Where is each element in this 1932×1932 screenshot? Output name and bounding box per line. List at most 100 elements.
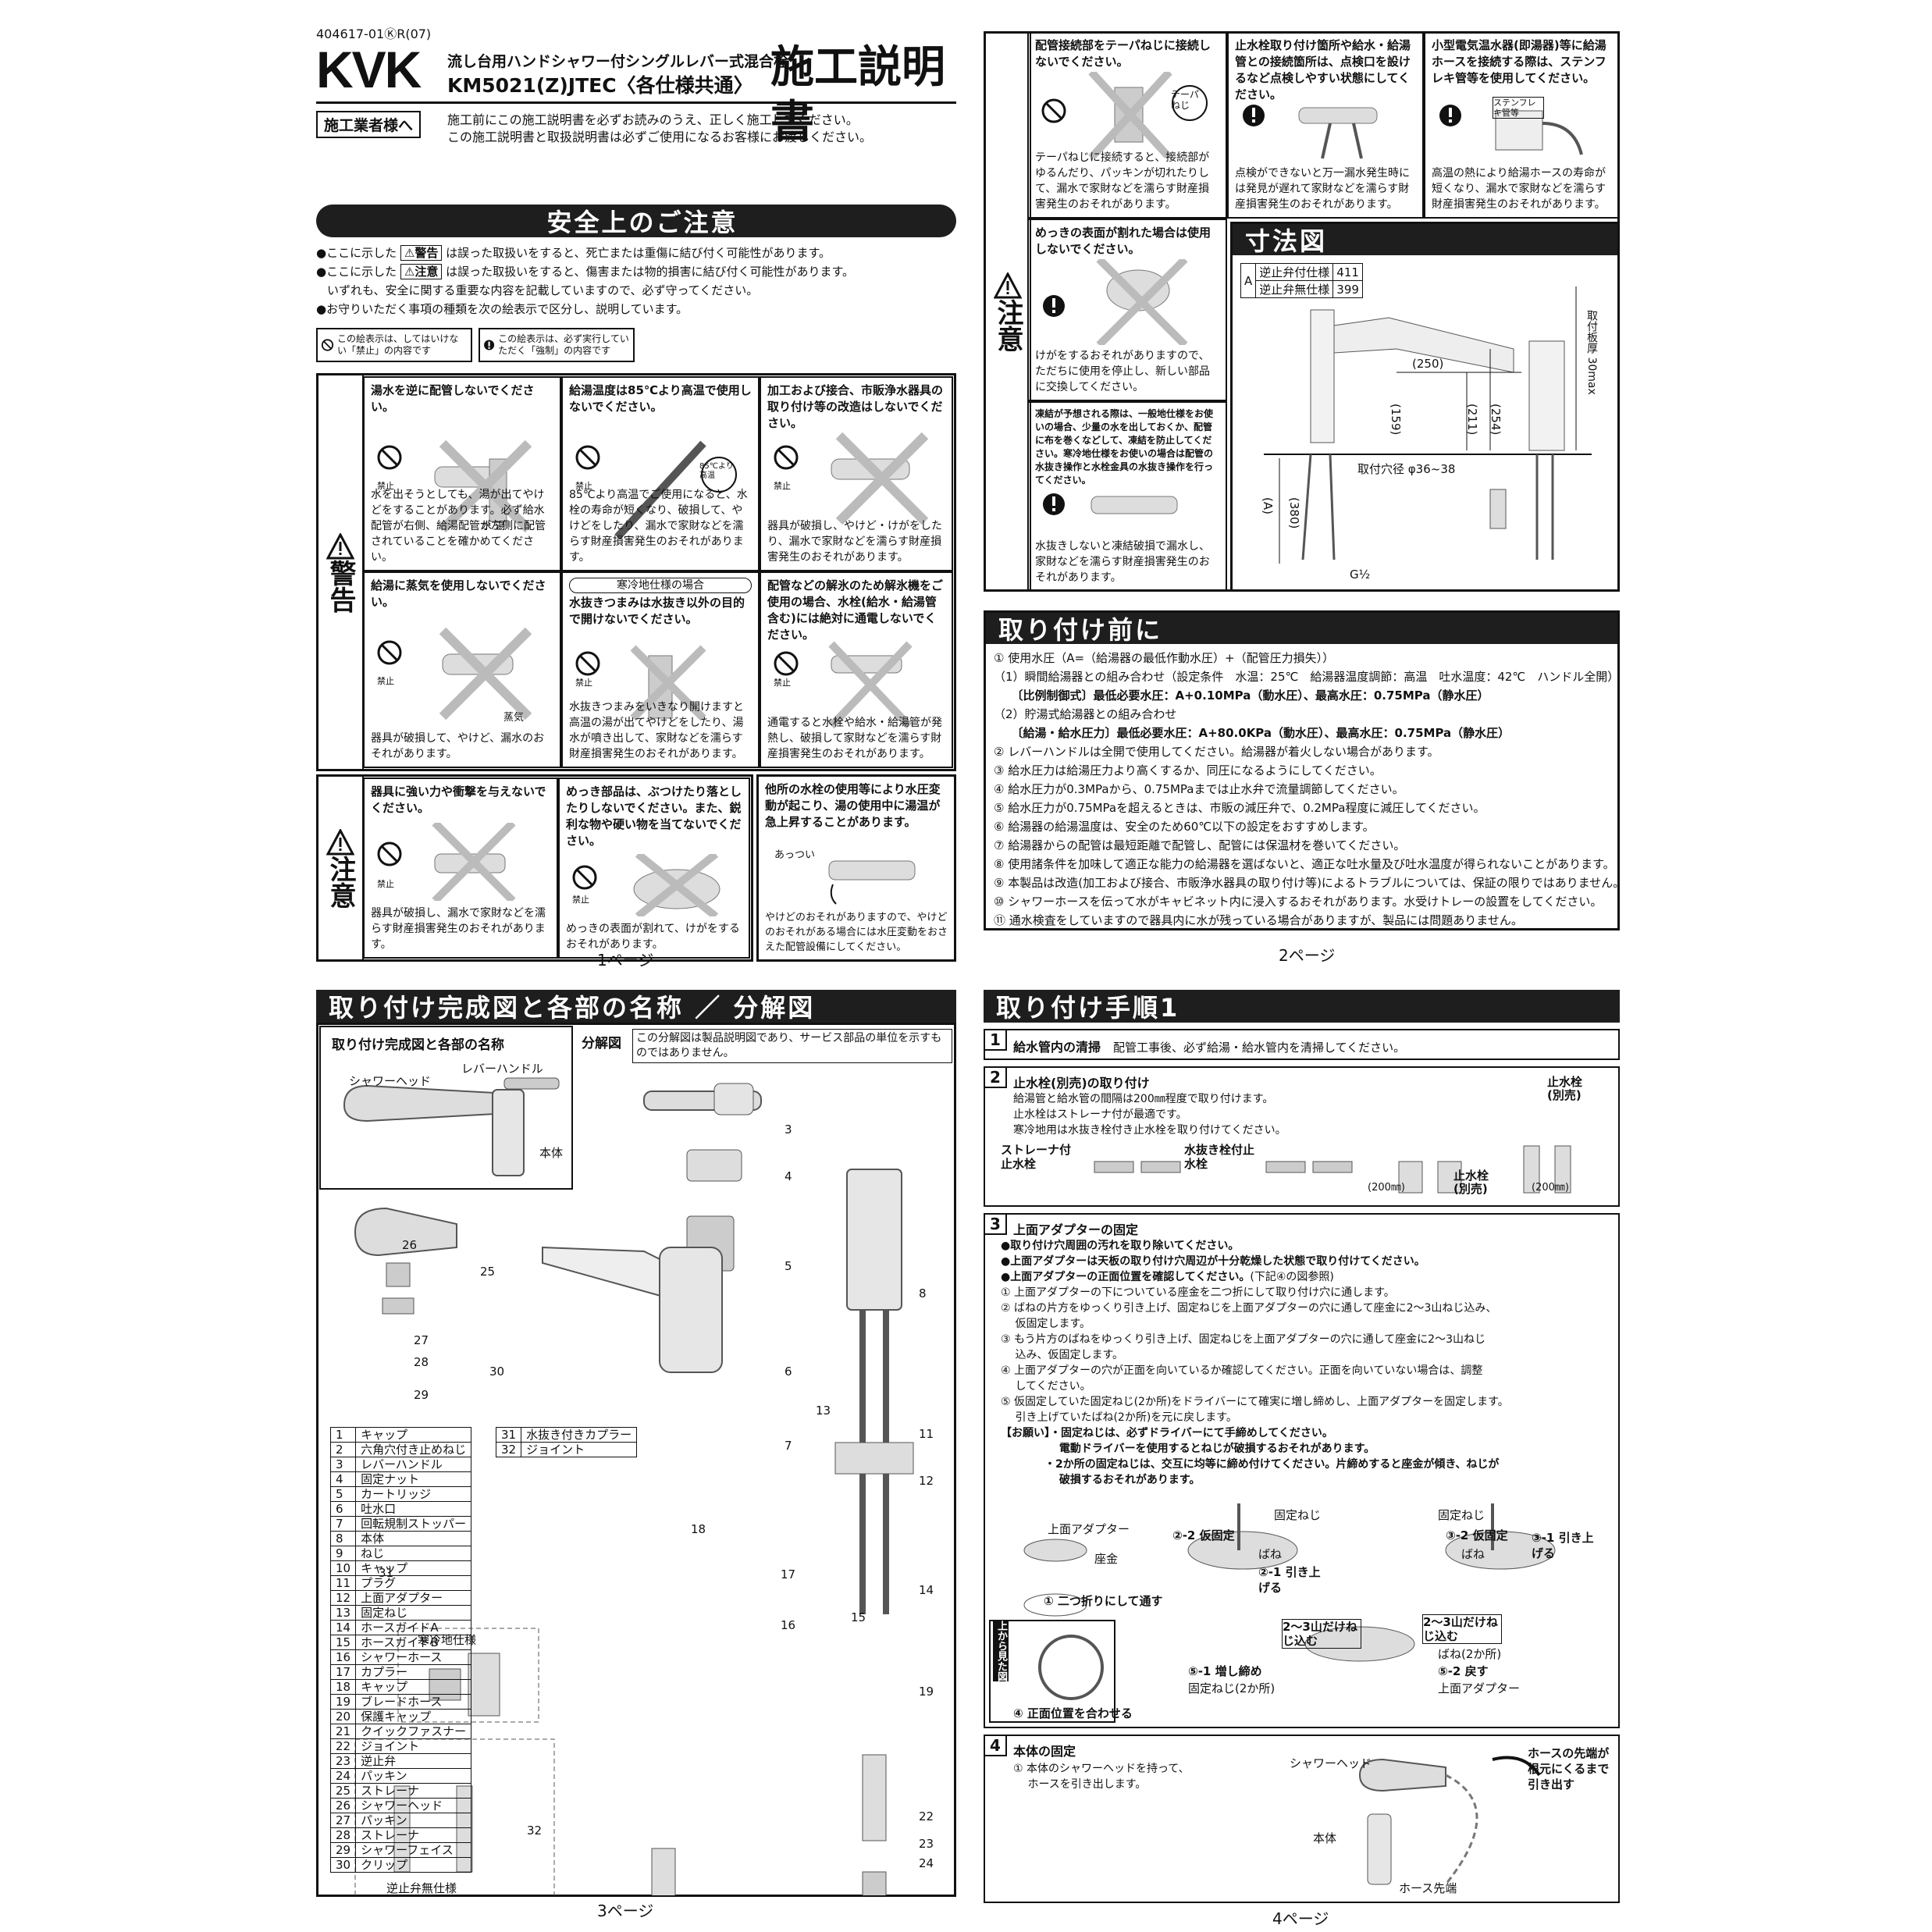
hot-water-illustration xyxy=(828,860,916,905)
p4-banner: 取り付け手順1 xyxy=(984,990,1620,1023)
p3-banner-text: 取り付け完成図と各部の名称 ／ 分解図 xyxy=(329,993,816,1023)
callout-27: 27 xyxy=(414,1333,429,1347)
p4-label: 固定ねじ xyxy=(1438,1508,1485,1522)
step-line: 止水栓はストレーナ付が最適です。 xyxy=(1013,1108,1187,1121)
p4-hose-end-label: ホース先端 xyxy=(1399,1881,1457,1895)
request-line: 電動ドライバーを使用するとねじが破損するおそれがあります。 xyxy=(1001,1443,1375,1455)
part-no: 6 xyxy=(329,1501,357,1517)
cell-heading: 加工および接合、市販浄水器具の取り付け等の改造はしないでください。 xyxy=(767,383,944,430)
part-no: 17 xyxy=(329,1664,357,1680)
part-name: ジョイント xyxy=(355,1738,472,1754)
cell-description: 水を出そうとしても、湯が出てやけどをすることがあります。必ず給水配管が右側、給湯… xyxy=(371,489,546,564)
part-name: パッキン xyxy=(355,1768,472,1784)
p4-body-label: 本体 xyxy=(1313,1831,1337,1845)
step-number: 4 xyxy=(985,1736,1007,1756)
step-line: 込み、仮固定します。 xyxy=(1001,1349,1124,1361)
callout-26: 26 xyxy=(402,1238,418,1252)
installer-label: 施工業者様へ xyxy=(316,111,422,138)
step-line: ② ばねの片方をゆっくり引き上げ、固定ねじを上面アダプターの穴に通して座金に2～… xyxy=(1001,1302,1497,1315)
part-no: 7 xyxy=(329,1516,357,1532)
warning-label-text: 警告 xyxy=(325,560,356,613)
cell-description: 通電すると水栓や給水・給湯管が発熱し、破損して家財などを濡らす財産損害発生のおそ… xyxy=(767,717,942,760)
part-no: 21 xyxy=(329,1724,357,1739)
step-line: ④ 上面アダプターの穴が正面を向いているか確認してください。正面を向いていない場… xyxy=(1001,1364,1483,1377)
p4-label: ⑤-1 増し締め xyxy=(1188,1664,1262,1678)
cell-heading: 湯水を逆に配管しないでください。 xyxy=(371,383,535,414)
step-line: ●上面アダプターは天板の取り付け穴周辺が十分乾燥した状態で取り付けてください。 xyxy=(1001,1255,1425,1268)
p4-label: ②-1 引き上げる xyxy=(1258,1565,1321,1595)
label-body: 本体 xyxy=(539,1146,564,1160)
warning-triangle-icon xyxy=(326,533,354,560)
before-line: ⑨ 本製品は改造(加工および接合、市販浄水器具の取り付け等)によるトラブルについ… xyxy=(994,876,1625,890)
p4-label: ばね xyxy=(1461,1547,1485,1561)
label-shower-head: シャワーヘッド xyxy=(349,1074,432,1088)
step-title: 上面アダプターの固定 xyxy=(1013,1222,1139,1237)
p4-label: ⑤-2 戻す xyxy=(1438,1664,1489,1678)
part-no: 19 xyxy=(329,1694,357,1710)
before-line: ⑩ シャワーホースを伝って水がキャビネット内に浸入するおそれがあります。水受けト… xyxy=(994,895,1603,909)
dim-thread: G½ xyxy=(1350,568,1371,582)
p4-banner-text: 取り付け手順1 xyxy=(996,993,1180,1023)
cell-description: テーパねじに接続すると、接続部がゆるんだり、パッキンが切れたりして、漏水で家財な… xyxy=(1035,151,1210,211)
p2-cell-heater: 小型電気温水器(即湯器)等に給湯ホースを接続する際は、ステンフレキ管等を使用して… xyxy=(1424,31,1620,219)
p4-label: 上から見た図 xyxy=(993,1621,1009,1681)
label-spacing-1: (200㎜) xyxy=(1368,1182,1405,1194)
part-no: 9 xyxy=(329,1546,357,1561)
page-2: 注意 配管接続部をテーパねじに接続しないでください。 テーパねじ テーパねじに接… xyxy=(984,31,1624,968)
page-3-label: 3ページ xyxy=(597,1902,654,1920)
cell-heading: 配管などの解氷のため解氷機をご使用の場合、水栓(給水・給湯管含む)には絶対に通電… xyxy=(767,578,944,642)
before-line: （2）貯湯式給湯器との組み合わせ xyxy=(994,707,1177,721)
part-name: 上面アダプター xyxy=(355,1590,472,1606)
part-name: シャワーヘッド xyxy=(355,1798,472,1813)
before-line: ⑪ 通水検査をしていますので器具内に水が残っている場合がありますが、製品には問題… xyxy=(994,913,1523,927)
safety-banner-text: 安全上のご注意 xyxy=(546,208,738,237)
dim-254: (254) xyxy=(1489,404,1503,436)
part-no: 11 xyxy=(329,1575,357,1591)
inspection-illustration xyxy=(1243,105,1378,159)
request-line: 【お願い】・固定ねじは、必ずドライバーにて手締めしてください。 xyxy=(1001,1427,1333,1439)
part-no: 23 xyxy=(329,1753,357,1769)
dim-211: (211) xyxy=(1465,404,1479,436)
cell-description: けがをするおそれがありますので、ただちに使用を停止し、新しい部品に交換してくださ… xyxy=(1035,350,1210,393)
cell-heading: 水抜きつまみは水抜き以外の目的で開けないでください。 xyxy=(569,596,745,626)
label-lever-handle: レバーハンドル xyxy=(461,1062,543,1076)
cell-heading: 給湯温度は85℃より高温で使用しないでください。 xyxy=(569,383,752,414)
part-no: 24 xyxy=(329,1768,357,1784)
cell-heading: めっきの表面が割れた場合は使用しないでください。 xyxy=(1035,226,1212,256)
intro-3: いずれも、安全に関する重要な内容を記載していますので、必ず守ってください。 xyxy=(327,283,759,297)
p4-hose-tip-note: ホースの先端が根元にくるまで引き出す xyxy=(1528,1746,1610,1791)
p4-label: 座金 xyxy=(1094,1552,1119,1566)
caution-triangle-icon xyxy=(326,829,354,856)
part-name: ホースガイドB xyxy=(355,1635,472,1650)
exploded-note: この分解図は製品説明図であり、サービス部品の単位を示すものではありません。 xyxy=(632,1029,952,1063)
legend-prohibit: この絵表示は、してはいけない「禁止」の内容です xyxy=(316,328,472,362)
part-name: 水抜き付きカプラー xyxy=(521,1427,638,1443)
part-name: 本体 xyxy=(355,1531,472,1546)
dims-banner-text: 寸法図 xyxy=(1245,226,1328,256)
installer-note-2: この施工説明書と取扱説明書は必ずご使用になるお客様にお渡しください。 xyxy=(447,130,873,144)
before-line: ⑦ 給湯器からの配管は最短距離で配管し、配管には保温材を巻いてください。 xyxy=(994,838,1406,852)
warning-cell-5: 寒冷地仕様の場合 水抜きつまみは水抜き以外の目的で開けないでください。 禁止 水… xyxy=(561,571,760,768)
part-no: 20 xyxy=(329,1709,357,1724)
page-4: 取り付け手順1 1 給水管内の清掃 配管工事後、必ず給湯・給水管内を清掃してくだ… xyxy=(984,990,1620,1928)
callout-7: 7 xyxy=(785,1439,792,1453)
p2-cell-taper: 配管接続部をテーパねじに接続しないでください。 テーパねじ テーパねじに接続する… xyxy=(1027,31,1227,219)
complete-view: 取り付け完成図と各部の名称 シャワーヘッド レバーハンドル 本体 xyxy=(319,1026,573,1190)
part-name: パッキン xyxy=(355,1813,472,1828)
step-3-text: ●取り付け穴周囲の汚れを取り除いてください。 ●上面アダプターは天板の取り付け穴… xyxy=(1001,1238,1509,1488)
step-line: 引き上げていたばね(2か所)を元に戻します。 xyxy=(1001,1411,1237,1424)
before-list: ① 使用水圧（A=（給湯器の最低作動水圧）+（配管圧力損失）） （1）瞬間給湯器… xyxy=(994,649,1624,930)
p4-label: ① 二つ折りにして通す xyxy=(1044,1594,1163,1608)
